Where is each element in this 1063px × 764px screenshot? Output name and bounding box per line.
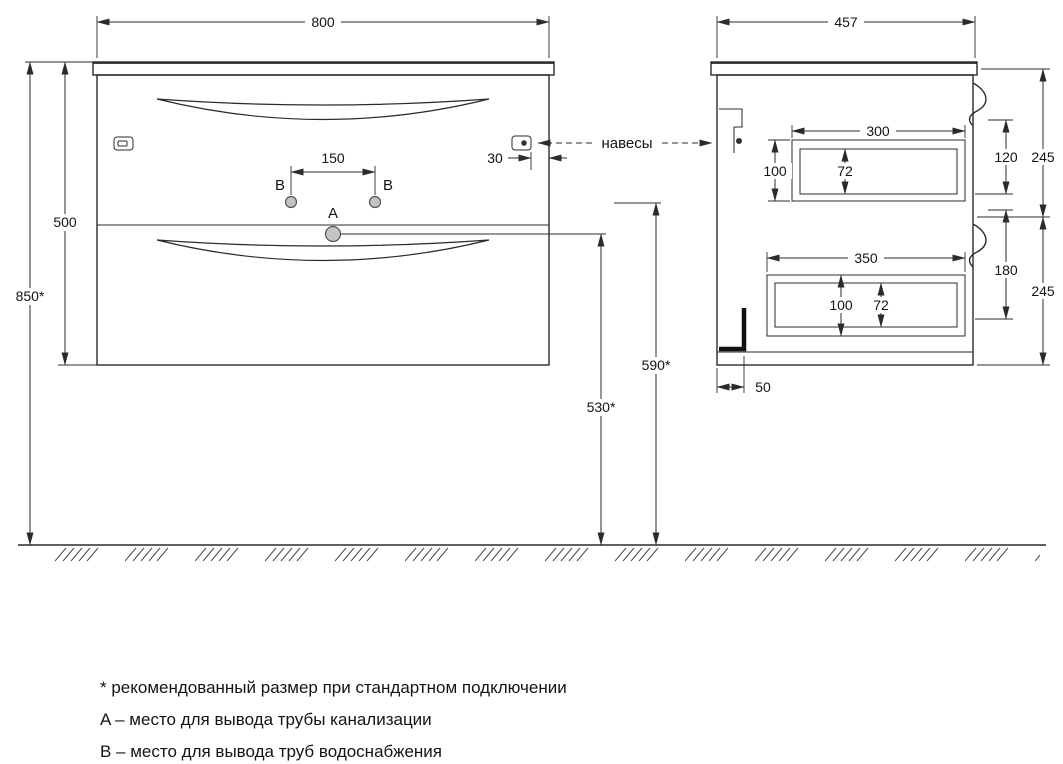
dim-top-drawer-width-label: 300 — [866, 123, 890, 139]
side-hanger-dot — [736, 138, 742, 144]
dim-bottom-gap-label: 180 — [994, 262, 1018, 278]
dim-bottom-drawer-width-label: 350 — [854, 250, 878, 266]
floor — [18, 544, 1046, 562]
dim-top-panel-label: 245 — [1031, 149, 1055, 165]
front-view: 800 850* 500 150 B B A 30 530* — [11, 14, 675, 546]
dim-drain-height-label: 530* — [587, 399, 616, 415]
footnote-recommended: * рекомендованный размер при стандартном… — [100, 678, 567, 697]
front-hanger-left-detail — [117, 140, 128, 147]
legend: * рекомендованный размер при стандартном… — [100, 678, 567, 761]
footnote-point-a: A – место для вывода трубы канализации — [100, 710, 432, 729]
front-hanger-bracket-left — [113, 136, 134, 151]
dim-hanger-offset-label: 30 — [487, 150, 503, 166]
side-countertop — [710, 61, 978, 76]
point-b-right-label: B — [383, 177, 393, 194]
drain-pipe — [719, 308, 747, 352]
hangers-label: навесы — [601, 135, 652, 152]
dim-label-bg — [989, 262, 1023, 278]
dim-top-gap-label: 120 — [994, 149, 1018, 165]
dim-label-bg — [582, 399, 620, 416]
footnote-point-b: B – место для вывода труб водоснабжения — [100, 742, 442, 761]
dim-label-bg — [11, 288, 49, 305]
dim-supply-height-label: 590* — [642, 357, 671, 373]
dim-label-bg — [848, 250, 884, 266]
drain-point — [324, 225, 342, 243]
side-bottom-drawer-inner — [774, 282, 958, 328]
dim-pipe-offset-label: 50 — [755, 379, 771, 395]
point-a-label: A — [328, 205, 338, 222]
side-bottom-drawer-outer — [766, 274, 966, 337]
front-bottom-drawer-handle — [156, 239, 490, 262]
side-view: 457 300 100 72 120 245 180 — [710, 14, 1061, 395]
dim-label-bg — [637, 357, 675, 374]
dim-cabinet-height-label: 500 — [53, 214, 77, 230]
dim-top-drawer-height-label: 100 — [763, 163, 787, 179]
front-cabinet-body — [96, 74, 550, 366]
floor-hatching — [55, 546, 1040, 562]
point-b-left-label: B — [275, 177, 285, 194]
front-countertop — [92, 61, 555, 76]
dim-label-bg — [758, 163, 792, 179]
hangers-callout: навесы — [537, 135, 713, 152]
dim-label-bg — [305, 14, 341, 30]
side-bottom-handle-profile — [968, 223, 987, 268]
dim-label-bg — [824, 297, 858, 313]
front-hanger-bracket-right — [511, 135, 532, 151]
side-top-handle-profile — [968, 82, 987, 127]
dim-label-bg — [1025, 149, 1061, 165]
water-supply-point-right — [368, 195, 382, 209]
dim-label-bg — [868, 297, 894, 313]
dim-label-bg — [832, 163, 858, 179]
dim-bottom-panel-label: 245 — [1031, 283, 1055, 299]
dim-front-width-label: 800 — [311, 14, 335, 30]
dim-top-drawer-inner-label: 72 — [837, 163, 853, 179]
dim-label-bg — [860, 123, 896, 139]
side-hanger-bracket — [719, 108, 743, 153]
dim-label-bg — [989, 149, 1023, 165]
side-cabinet-body — [716, 74, 974, 366]
dim-bottom-drawer-inner-label: 72 — [873, 297, 889, 313]
dim-faucet-spacing-label: 150 — [321, 150, 345, 166]
water-supply-point-left — [284, 195, 298, 209]
dim-label-bg — [1025, 283, 1061, 299]
dim-bottom-drawer-height-label: 100 — [829, 297, 853, 313]
dim-label-bg — [828, 14, 864, 30]
dim-depth-label: 457 — [834, 14, 858, 30]
dim-overall-height-label: 850* — [16, 288, 45, 304]
side-top-drawer-inner — [799, 148, 958, 195]
front-hanger-right-dot — [521, 140, 527, 146]
front-top-drawer-handle — [156, 98, 490, 121]
dim-label-bg — [47, 214, 83, 231]
